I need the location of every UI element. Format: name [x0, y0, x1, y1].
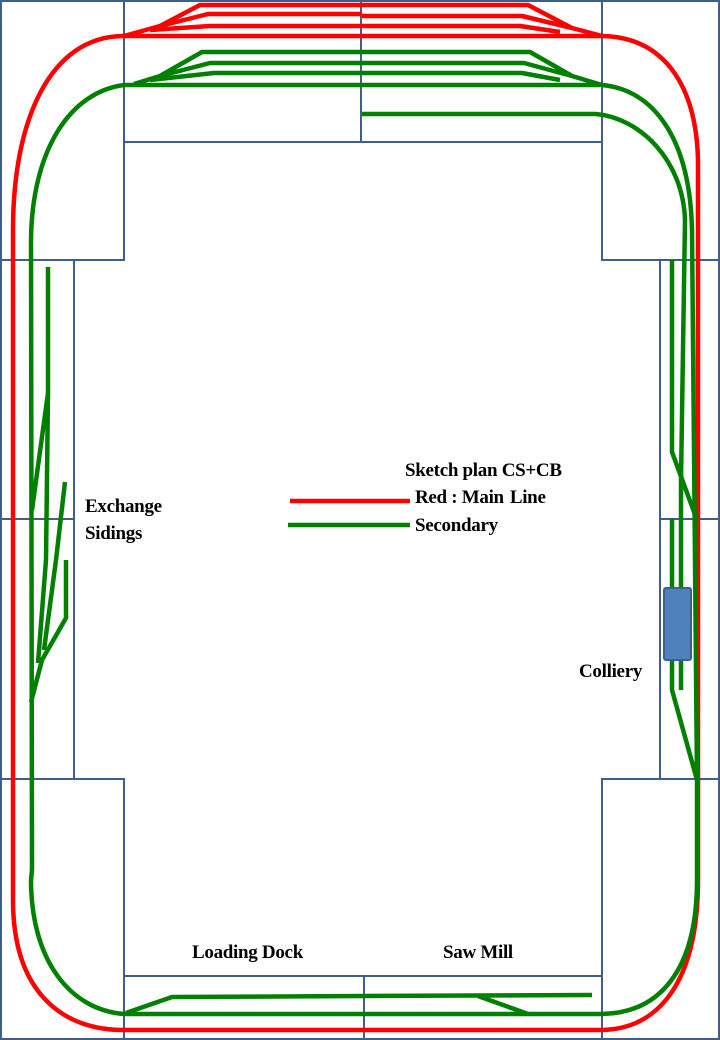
exchange-sidings-label-line2: Sidings	[85, 523, 143, 544]
secondary-top-right-outer-curve	[601, 82, 700, 781]
secondary-fan-right-3	[362, 70, 561, 83]
secondary-fan-left-1	[133, 49, 362, 87]
secondary-top-left-curve	[28, 82, 125, 871]
main-line-tracks	[10, 2, 701, 1033]
main-fan-left-1	[123, 11, 362, 39]
main-line-loop	[10, 33, 701, 1033]
secondary-top-right-inner-spur	[362, 111, 688, 481]
exchange-sidings-label-line1: Exchange	[85, 496, 162, 517]
main-fan-right-3	[362, 23, 561, 35]
diagram-title: Sketch plan CS+CB	[405, 460, 562, 481]
saw-mill-label: Saw Mill	[443, 942, 513, 963]
board-bottom-left-corner	[0, 778, 125, 1040]
secondary-bottom-right-curve	[124, 780, 700, 1017]
main-fan-right-1	[362, 2, 603, 39]
loading-dock-siding	[125, 992, 593, 1016]
secondary-line-tracks	[28, 49, 700, 1017]
board-bottom-right-corner	[601, 778, 720, 1040]
secondary-fan-right-1	[362, 49, 603, 88]
secondary-fan-left-2	[159, 60, 362, 79]
exchange-siding-2	[35, 392, 51, 664]
legend-secondary-line-label: Secondary	[415, 515, 498, 536]
legend-main-line-label: Red : Main	[415, 487, 504, 508]
colliery-track-1	[669, 519, 700, 781]
saw-mill-crossover	[477, 993, 529, 1017]
secondary-fan-right-2	[362, 60, 573, 79]
exchange-siding-3	[41, 481, 68, 651]
exchange-siding-4	[28, 560, 69, 703]
main-fan-left-2	[158, 2, 362, 28]
main-fan-right-2	[362, 13, 573, 31]
secondary-fan-left-3	[149, 70, 362, 83]
colliery-label: Colliery	[579, 661, 643, 682]
legend-main-line-wrap: Line	[509, 487, 546, 508]
colliery-siding-upper	[669, 260, 700, 521]
colliery-building	[663, 587, 692, 661]
loading-dock-label: Loading Dock	[192, 942, 303, 963]
main-fan-left-3	[149, 23, 362, 33]
board-right-upper	[659, 259, 720, 520]
secondary-bottom-left-curve	[28, 869, 125, 1017]
